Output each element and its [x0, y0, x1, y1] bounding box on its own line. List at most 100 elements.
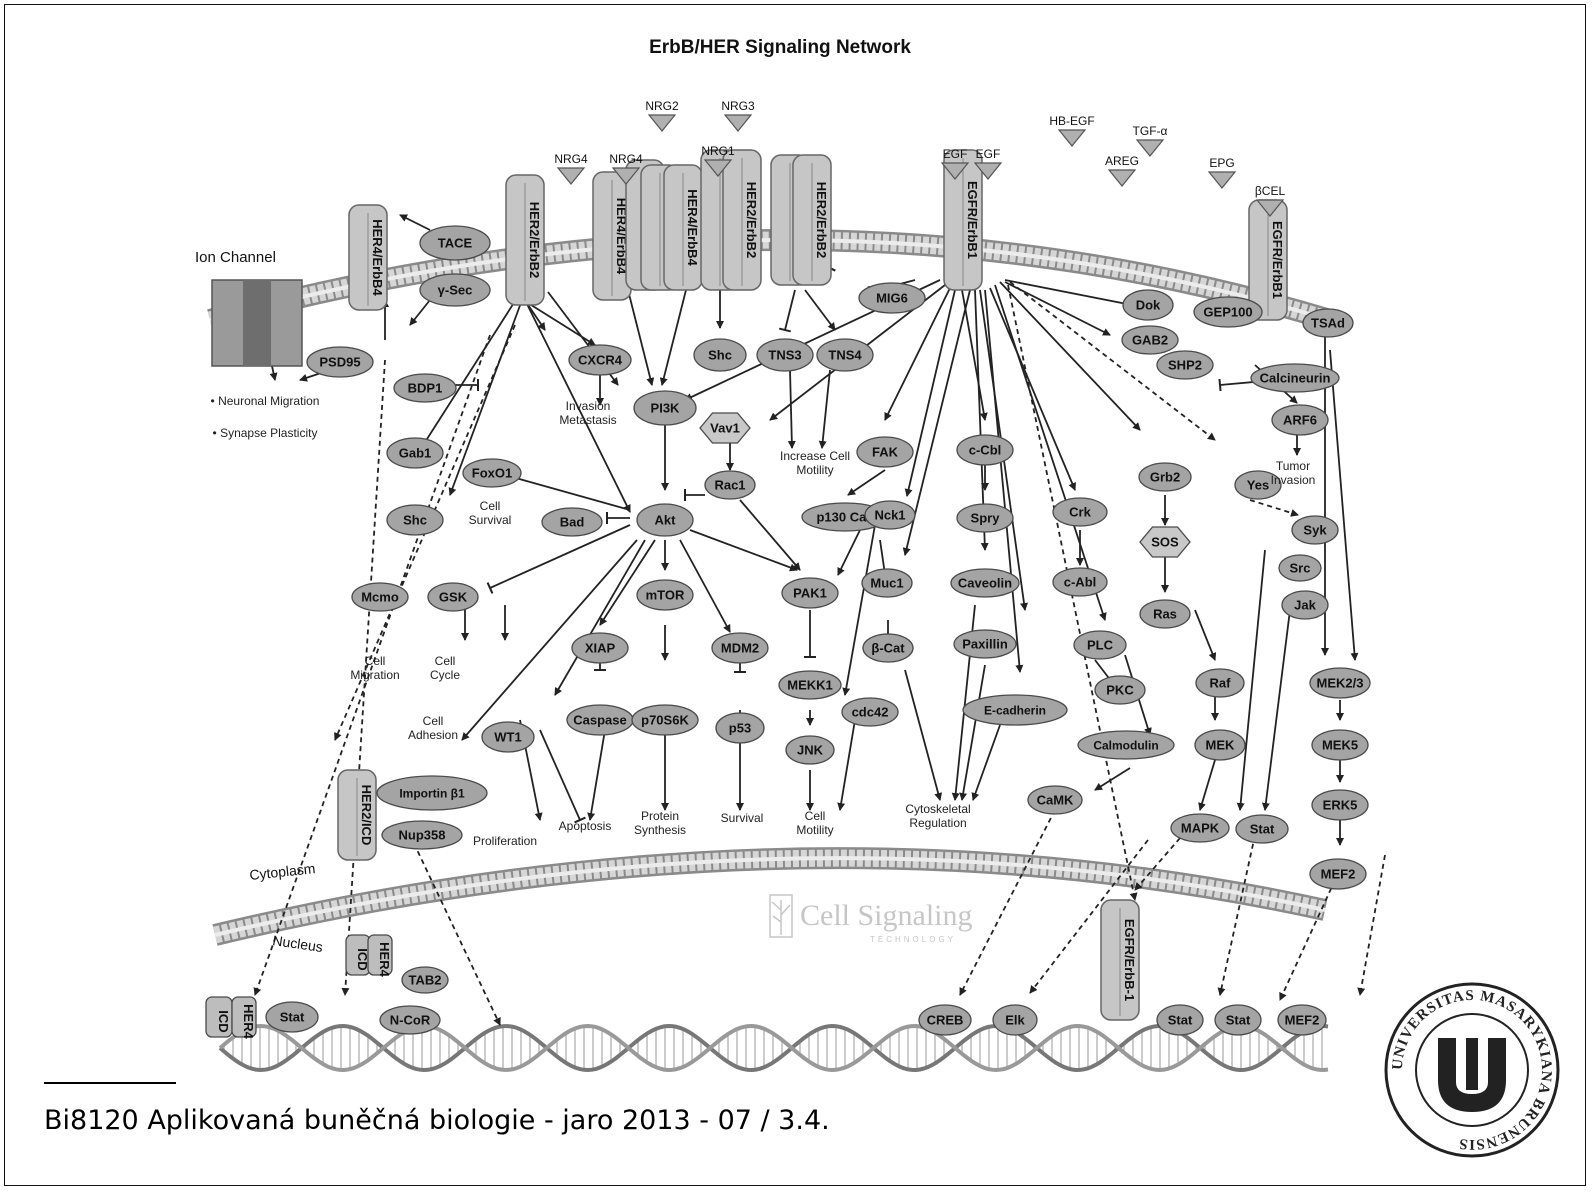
pathway-arrow: [837, 529, 861, 576]
pathway-arrow: [787, 369, 796, 449]
node-p53: p53: [715, 712, 765, 744]
node-label: FAK: [872, 445, 899, 460]
pathway-arrow: [1249, 499, 1299, 517]
node-syk: Syk: [1291, 515, 1339, 545]
node-label: p70S6K: [641, 713, 689, 728]
node-stat: Stat: [1235, 814, 1289, 844]
pathway-arrow: [679, 539, 731, 633]
node-gab1: Gab1: [386, 437, 444, 469]
node-label: HER4: [377, 942, 392, 977]
node-label: Dok: [1136, 298, 1161, 313]
pathway-arrow: [448, 299, 523, 496]
pathway-arrow: [486, 524, 631, 594]
node-label: p53: [729, 721, 751, 736]
node-label: ARF6: [1283, 413, 1317, 428]
node-label: mTOR: [646, 588, 685, 603]
node-label: MEF2: [1321, 867, 1356, 882]
node-label: Calcineurin: [1260, 371, 1331, 386]
node-label: ICD: [216, 1010, 231, 1032]
node-label: GSK: [439, 590, 468, 605]
node-importin-1: Importin β1: [376, 775, 488, 811]
node-label: Mcmo: [361, 590, 399, 605]
receptor-her2-erbb2-d: HER2/ErbB2: [792, 154, 832, 286]
receptor-her4-erbb4-d: HER4/ErbB4: [663, 164, 703, 291]
pathway-arrow: [884, 287, 951, 421]
node-label: Nck1: [874, 508, 905, 523]
pathway-arrow: [1009, 281, 1216, 441]
node-label: PSD95: [319, 355, 360, 370]
node-label: MEK: [1206, 738, 1236, 753]
node-label: p130 Cas: [816, 510, 873, 525]
node-arf6: ARF6: [1271, 404, 1329, 436]
node-label: MDM2: [721, 641, 759, 656]
node-grb2: Grb2: [1138, 462, 1192, 492]
ligand-hb-egf: HB-EGF: [1049, 114, 1095, 147]
node-sos: SOS: [1139, 526, 1191, 558]
node-jak: Jak: [1281, 590, 1329, 620]
pathway-arrow: [1198, 759, 1216, 811]
node-pkc: PKC: [1094, 675, 1146, 705]
node-tace: TACE: [419, 225, 491, 261]
node-cxcr4: CXCR4: [568, 344, 632, 376]
cytoplasm-label: Cytoplasm: [249, 860, 316, 883]
watermark-sub: TECHNOLOGY: [870, 935, 956, 944]
node-tab2: TAB2: [401, 966, 449, 994]
node-label: β-Cat: [871, 641, 905, 656]
receptor-label: EGFR/ErbB1: [1270, 221, 1285, 299]
node-label: Grb2: [1150, 470, 1180, 485]
node-elk: Elk: [992, 1004, 1038, 1036]
pathway-arrow: [902, 289, 971, 556]
receptor-her4-erbb4-a: HER4/ErbB4: [348, 204, 388, 311]
node-label: Crk: [1069, 505, 1091, 520]
pathway-arrow: [1261, 609, 1291, 811]
node-muc1: Muc1: [861, 568, 913, 598]
node-mapk: MAPK: [1170, 813, 1230, 843]
pathway-arrow: [984, 289, 1024, 673]
ligand-label: TGF-α: [1133, 124, 1168, 138]
pathway-arrow: [689, 529, 798, 572]
ligand-label: βCEL: [1255, 184, 1286, 198]
node-label: Calmodulin: [1093, 739, 1158, 753]
node-label: WT1: [494, 730, 521, 745]
node-label: FoxO1: [472, 466, 512, 481]
node-gab2: GAB2: [1121, 325, 1179, 355]
node-label: MEK2/3: [1317, 676, 1364, 691]
receptor-label: HER4/ErbB4: [685, 189, 700, 266]
node-calcineurin: Calcineurin: [1250, 363, 1340, 393]
node-p70s6k: p70S6K: [631, 704, 699, 736]
ligand-label: EPG: [1209, 156, 1234, 170]
node-caveolin: Caveolin: [950, 568, 1020, 598]
node-tsad: TSAd: [1302, 308, 1354, 338]
ligand-nrg4: NRG4: [609, 152, 643, 185]
ligand-label: NRG4: [554, 152, 588, 166]
node-tns3: TNS3: [756, 338, 814, 372]
receptor-egfr-erbb1-b: EGFR/ErbB1: [943, 149, 983, 291]
ligand-label: EGF: [976, 147, 1001, 161]
node-caspase: Caspase: [566, 704, 634, 736]
node-label: SOS: [1151, 535, 1179, 550]
dna-helix: [218, 1023, 1329, 1073]
node-label: Src: [1290, 561, 1311, 576]
pathway-arrow: [1134, 837, 1181, 891]
node-label: Akt: [655, 513, 677, 528]
ligand-egf: EGF: [973, 147, 1003, 180]
nucleus-label: Nucleus: [272, 932, 324, 955]
node-stat: Stat: [1156, 1004, 1204, 1036]
footer-rule: [44, 1082, 176, 1084]
pathway-arrow: [1357, 854, 1386, 996]
node-yes: Yes: [1234, 470, 1282, 500]
node-n-cor: N-CoR: [379, 1005, 441, 1035]
node-label: E-cadherin: [984, 704, 1046, 718]
dna-strand-a: [218, 1023, 1329, 1073]
node-mdm2: MDM2: [711, 632, 769, 664]
node-rac1: Rac1: [704, 470, 756, 500]
node-dok: Dok: [1122, 289, 1174, 321]
node-label: CREB: [927, 1013, 964, 1028]
node-mek2-3: MEK2/3: [1309, 667, 1371, 699]
pathway-arrow: [409, 299, 431, 326]
node-tns4: TNS4: [816, 338, 874, 372]
node-icd: ICD: [205, 996, 233, 1038]
